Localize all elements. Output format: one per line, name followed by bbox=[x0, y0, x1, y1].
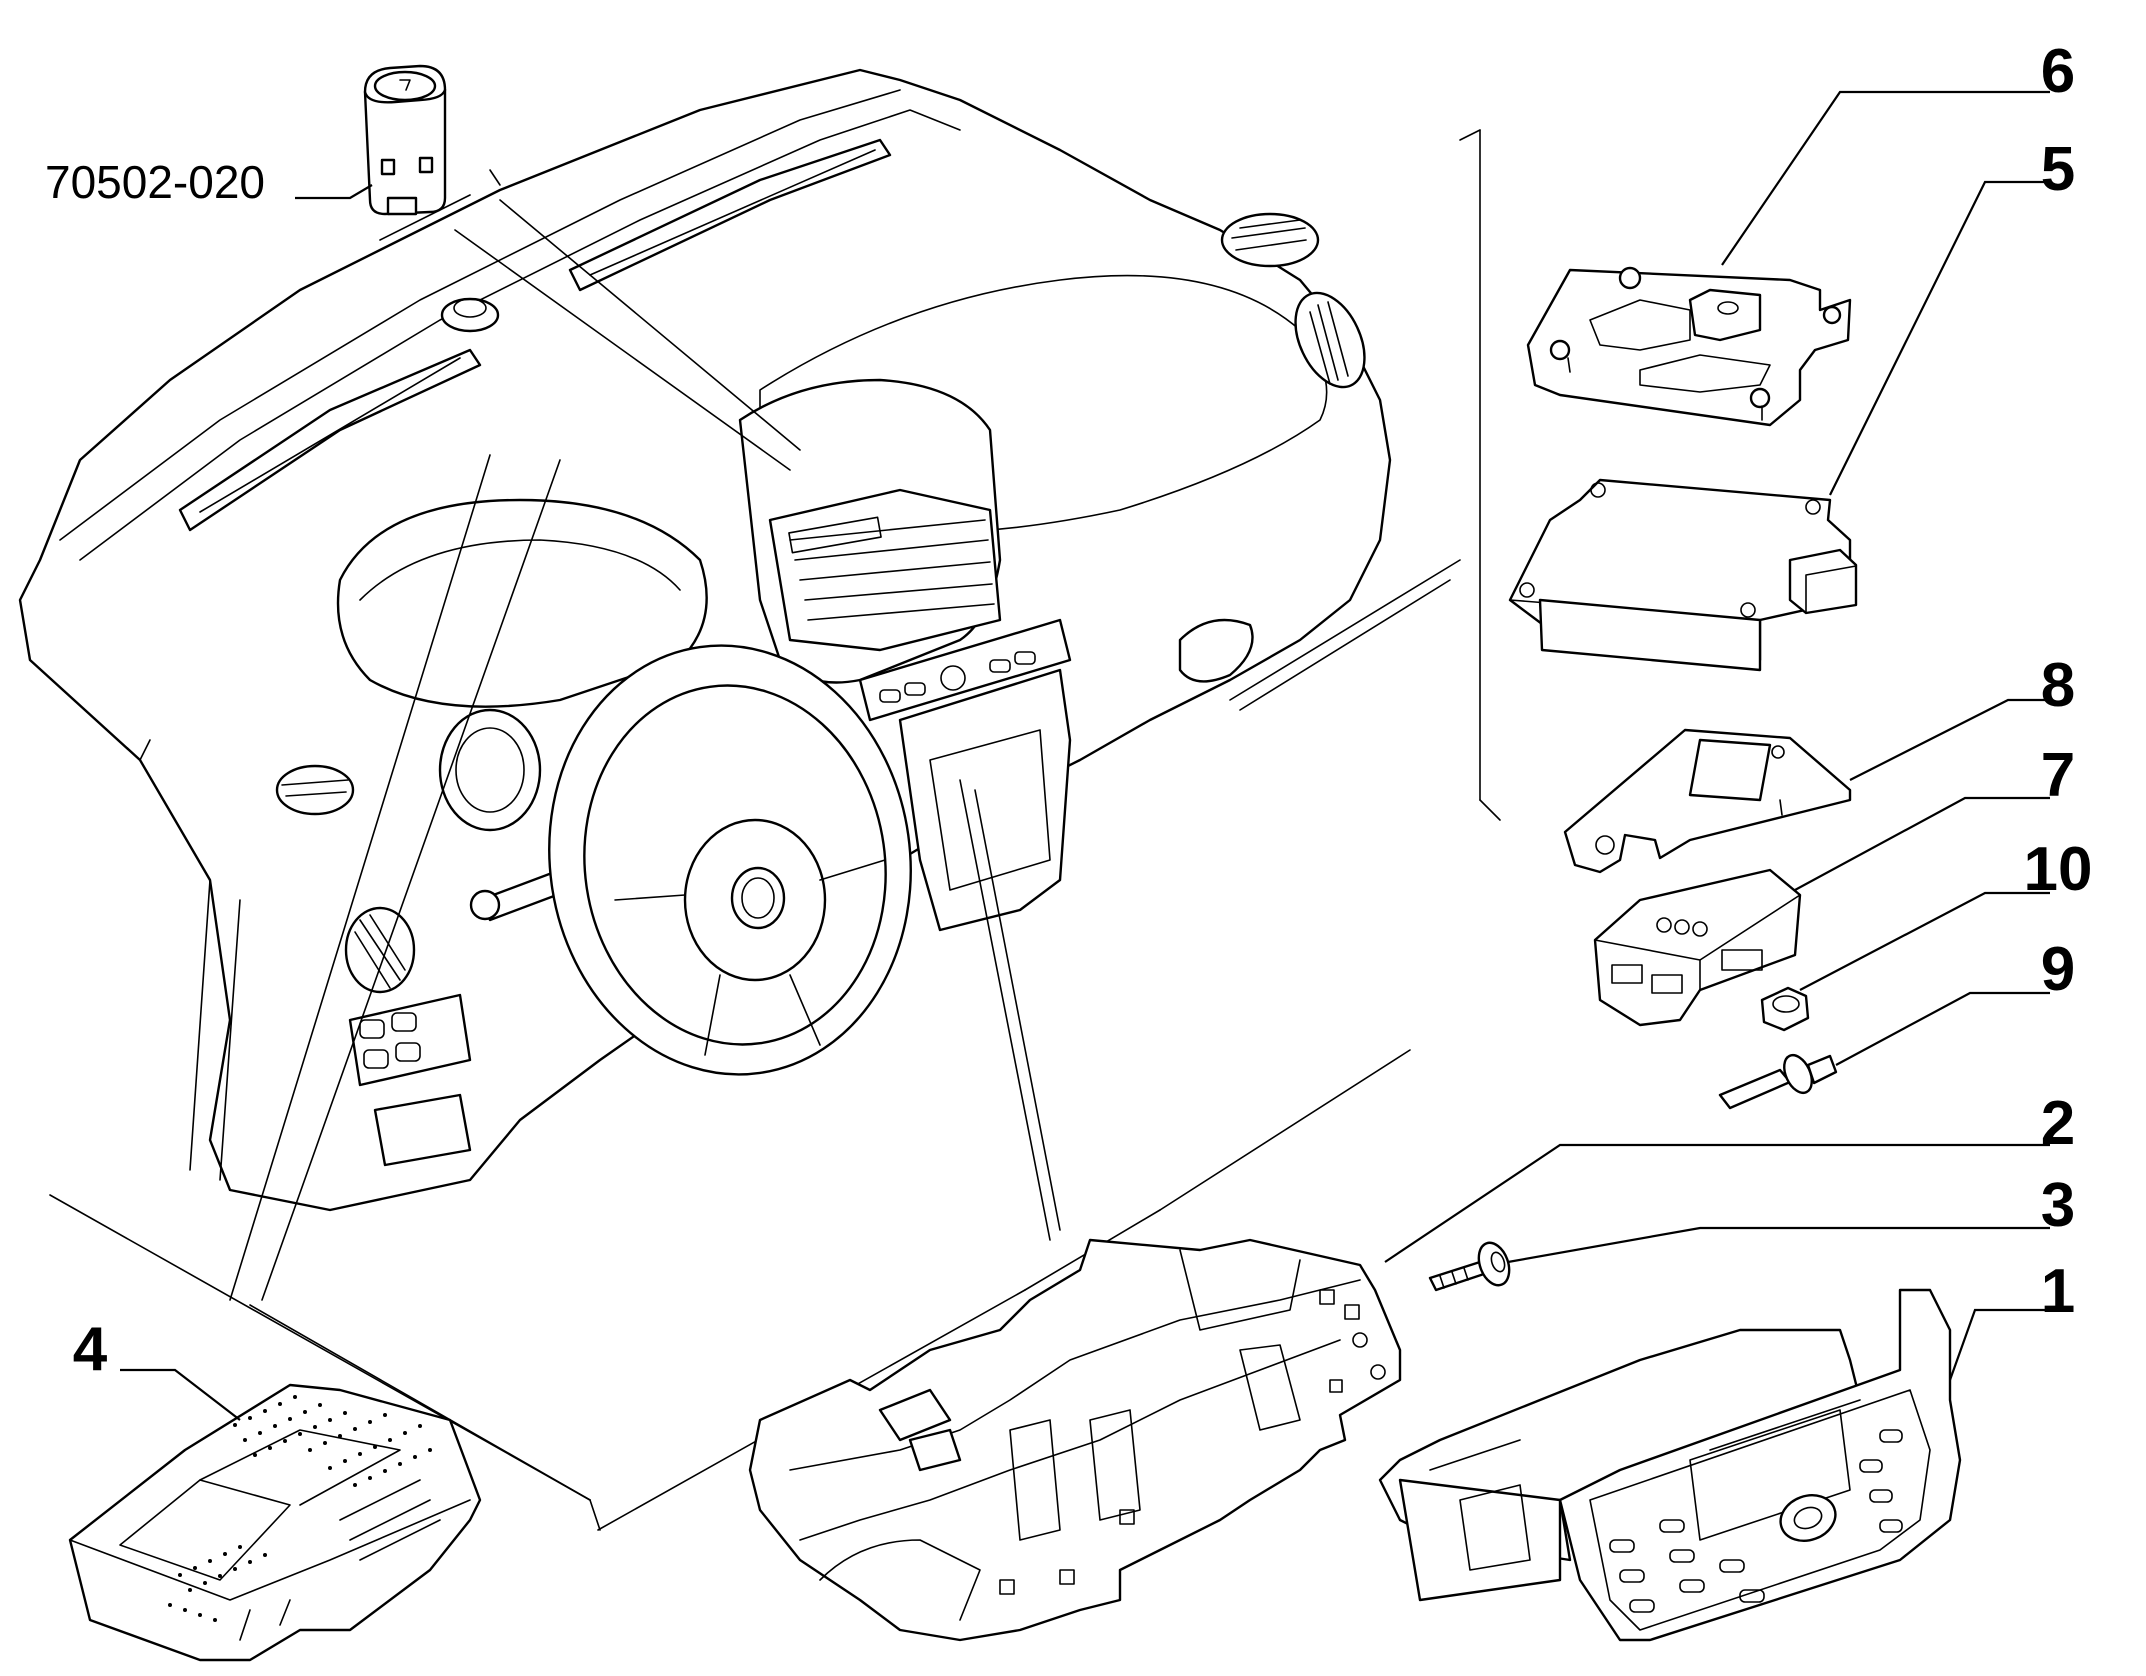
part-6-bracket: 6 bbox=[1526, 37, 2075, 427]
part-7-module: 7 bbox=[1593, 741, 2075, 1027]
part-number-label: 70502-020 bbox=[45, 156, 265, 208]
perforation-pattern bbox=[168, 1395, 432, 1622]
part-3-screw: 3 bbox=[1428, 1171, 2075, 1292]
part-2-cage: 2 bbox=[748, 1089, 2075, 1642]
callout-5: 5 bbox=[2041, 135, 2075, 204]
part-10-nut: 10 bbox=[1760, 835, 2093, 1032]
callout-7: 7 bbox=[2041, 741, 2075, 810]
part-8-cover: 8 bbox=[1563, 651, 2075, 874]
callout-1: 1 bbox=[2041, 1257, 2075, 1326]
part-switch-70502-020: 70502-020 bbox=[45, 64, 447, 216]
callout-3: 3 bbox=[2041, 1171, 2075, 1240]
callout-4: 4 bbox=[73, 1315, 108, 1384]
part-4-module: 4 bbox=[68, 1315, 482, 1662]
callout-9: 9 bbox=[2041, 935, 2075, 1004]
part-5-module: 5 bbox=[1508, 135, 2075, 672]
guide-lines bbox=[49, 129, 1501, 1531]
dashboard-illustration bbox=[18, 68, 1392, 1212]
callout-8: 8 bbox=[2041, 651, 2075, 720]
callout-2: 2 bbox=[2041, 1089, 2075, 1158]
part-1-radio: 1 bbox=[1378, 1257, 2075, 1642]
part-9-rivet: 9 bbox=[1718, 935, 2075, 1110]
callout-10: 10 bbox=[2024, 835, 2093, 904]
callout-6: 6 bbox=[2041, 37, 2075, 106]
